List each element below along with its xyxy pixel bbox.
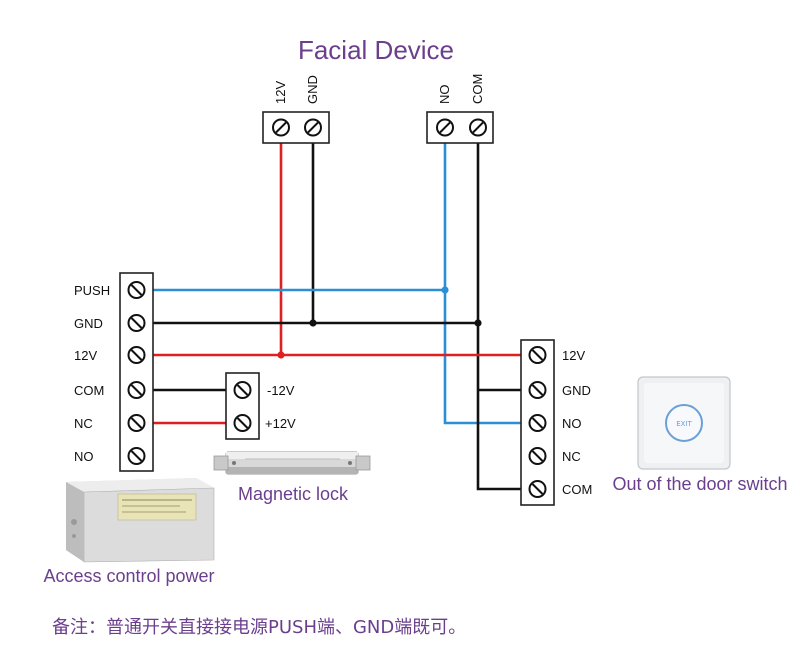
screw-terminal bbox=[127, 314, 146, 332]
power-push-label: PUSH bbox=[74, 283, 110, 298]
exit-switch-terminal-block: 12V GND NO NC COM bbox=[520, 339, 592, 506]
switch-no-label: NO bbox=[562, 416, 582, 431]
exit-switch-caption: Out of the door switch bbox=[612, 474, 787, 494]
wire-facial-no bbox=[443, 143, 521, 425]
facial-power-terminal-block: 12V GND bbox=[262, 75, 330, 144]
screw-terminal bbox=[127, 381, 146, 399]
screw-terminal bbox=[528, 480, 547, 498]
exit-switch-picture: EXIT bbox=[637, 376, 731, 470]
lock-minus12v-label: -12V bbox=[267, 383, 295, 398]
screw-terminal bbox=[436, 118, 454, 137]
screw-terminal bbox=[528, 414, 547, 432]
diagram-title: Facial Device bbox=[298, 35, 454, 65]
facial-com-label: COM bbox=[470, 74, 485, 104]
screw-terminal bbox=[528, 447, 547, 465]
power-supply-caption: Access control power bbox=[43, 566, 214, 586]
screw-terminal bbox=[127, 281, 146, 299]
exit-button-text: EXIT bbox=[676, 420, 692, 428]
screw-terminal bbox=[304, 118, 322, 137]
screw-terminal bbox=[127, 414, 146, 432]
switch-nc-label: NC bbox=[562, 449, 581, 464]
power-com-label: COM bbox=[74, 383, 104, 398]
switch-com-label: COM bbox=[562, 482, 592, 497]
screw-terminal bbox=[272, 118, 290, 137]
magnetic-lock-picture bbox=[213, 451, 371, 475]
power-nc-label: NC bbox=[74, 416, 93, 431]
screw-terminal bbox=[233, 381, 252, 399]
wires bbox=[153, 143, 521, 491]
screw-terminal bbox=[528, 381, 547, 399]
facial-relay-terminal-block: NO COM bbox=[426, 74, 494, 144]
facial-gnd-label: GND bbox=[305, 75, 320, 104]
switch-12v-label: 12V bbox=[562, 348, 585, 363]
junction-dot bbox=[309, 319, 317, 327]
power-gnd-label: GND bbox=[74, 316, 103, 331]
screw-terminal bbox=[528, 346, 547, 364]
junction-dot bbox=[474, 319, 482, 327]
power-no-label: NO bbox=[74, 449, 94, 464]
wire-facial-com bbox=[476, 143, 521, 491]
junction-dot bbox=[277, 351, 285, 359]
power-supply-picture bbox=[66, 478, 215, 563]
screw-terminal bbox=[127, 447, 146, 465]
magnetic-lock-caption: Magnetic lock bbox=[238, 484, 349, 504]
facial-no-label: NO bbox=[437, 85, 452, 105]
facial-12v-label: 12V bbox=[273, 81, 288, 104]
power-12v-label: 12V bbox=[74, 348, 97, 363]
junction-dot bbox=[441, 286, 449, 294]
access-power-terminal-block: PUSH GND 12V COM NC NO bbox=[74, 272, 154, 472]
lock-terminal-block: -12V +12V bbox=[225, 372, 296, 440]
switch-gnd-label: GND bbox=[562, 383, 591, 398]
screw-terminal bbox=[469, 118, 487, 137]
terminal-block-body bbox=[119, 272, 154, 472]
screw-terminal bbox=[127, 346, 146, 364]
lock-plus12v-label: +12V bbox=[265, 416, 296, 431]
screw-terminal bbox=[233, 414, 252, 432]
terminal-block-body bbox=[520, 339, 555, 506]
wiring-note: 备注：普通开关直接接电源PUSH端、GND端既可。 bbox=[52, 617, 466, 638]
